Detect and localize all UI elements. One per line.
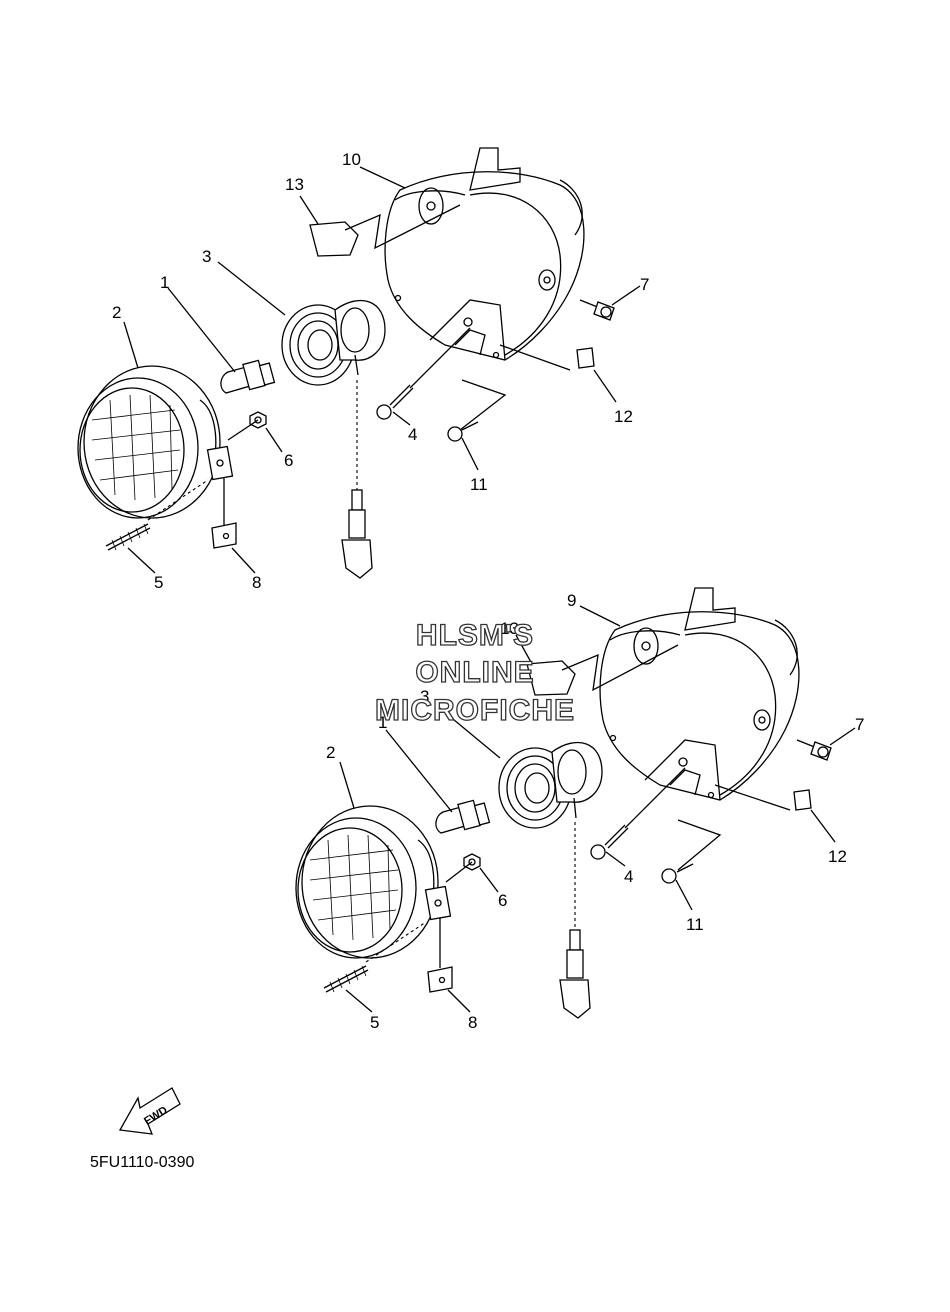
callout-10: 10 [342, 150, 361, 169]
callout-6: 6 [284, 451, 293, 470]
callout-8: 8 [468, 1013, 477, 1032]
callout-11: 11 [470, 475, 488, 494]
upper-assembly: 1 2 3 4 5 6 7 8 10 11 12 13 [77, 147, 649, 592]
callout-1: 1 [160, 273, 169, 292]
headlight-housing-lower [599, 587, 800, 801]
watermark-line-3: MICROFICHE [375, 694, 575, 727]
reference-lines-lower [365, 644, 791, 968]
callout-9: 9 [567, 591, 576, 610]
callout-12: 12 [828, 847, 847, 866]
watermark-line-1: HLSM'S [416, 619, 534, 652]
headlight-lens-upper [77, 365, 234, 519]
watermark-line-2: ONLINE [415, 656, 534, 689]
bulb-upper [220, 359, 276, 394]
callout-7: 7 [855, 715, 864, 734]
callout-1: 1 [378, 713, 387, 732]
callout-13: 13 [500, 619, 519, 638]
callout-5: 5 [154, 573, 163, 592]
bulb-lower [435, 799, 491, 834]
bulb-socket-upper [281, 299, 386, 386]
headlight-lens-lower [295, 805, 452, 959]
callout-2: 2 [326, 743, 335, 762]
hardware-upper [105, 221, 615, 551]
wire-connector-lower [559, 822, 591, 1019]
callout-13: 13 [285, 175, 304, 194]
callout-3: 3 [202, 247, 211, 266]
callout-12: 12 [614, 407, 633, 426]
wire-connector-upper [341, 380, 373, 579]
watermark: HLSM'S ONLINE MICROFICHE [374, 618, 575, 727]
headlight-housing-upper [384, 147, 585, 361]
callout-8: 8 [252, 573, 261, 592]
reference-lines-upper [147, 204, 571, 525]
leader-lines-lower [339, 605, 856, 1013]
callout-6: 6 [498, 891, 507, 910]
callout-5: 5 [370, 1013, 379, 1032]
callout-3: 3 [420, 687, 429, 706]
leader-lines-upper [123, 166, 641, 574]
fwd-arrow-icon: FWD [118, 1087, 181, 1135]
callout-2: 2 [112, 303, 121, 322]
callout-11: 11 [686, 915, 704, 934]
callout-4: 4 [408, 425, 417, 444]
callout-4: 4 [624, 867, 633, 886]
lower-assembly: 1 2 3 4 5 6 7 8 9 11 12 13 [295, 587, 864, 1032]
bulb-socket-lower [498, 741, 603, 829]
callout-7: 7 [640, 275, 649, 294]
diagram-part-code: 5FU1110-0390 [90, 1154, 194, 1171]
